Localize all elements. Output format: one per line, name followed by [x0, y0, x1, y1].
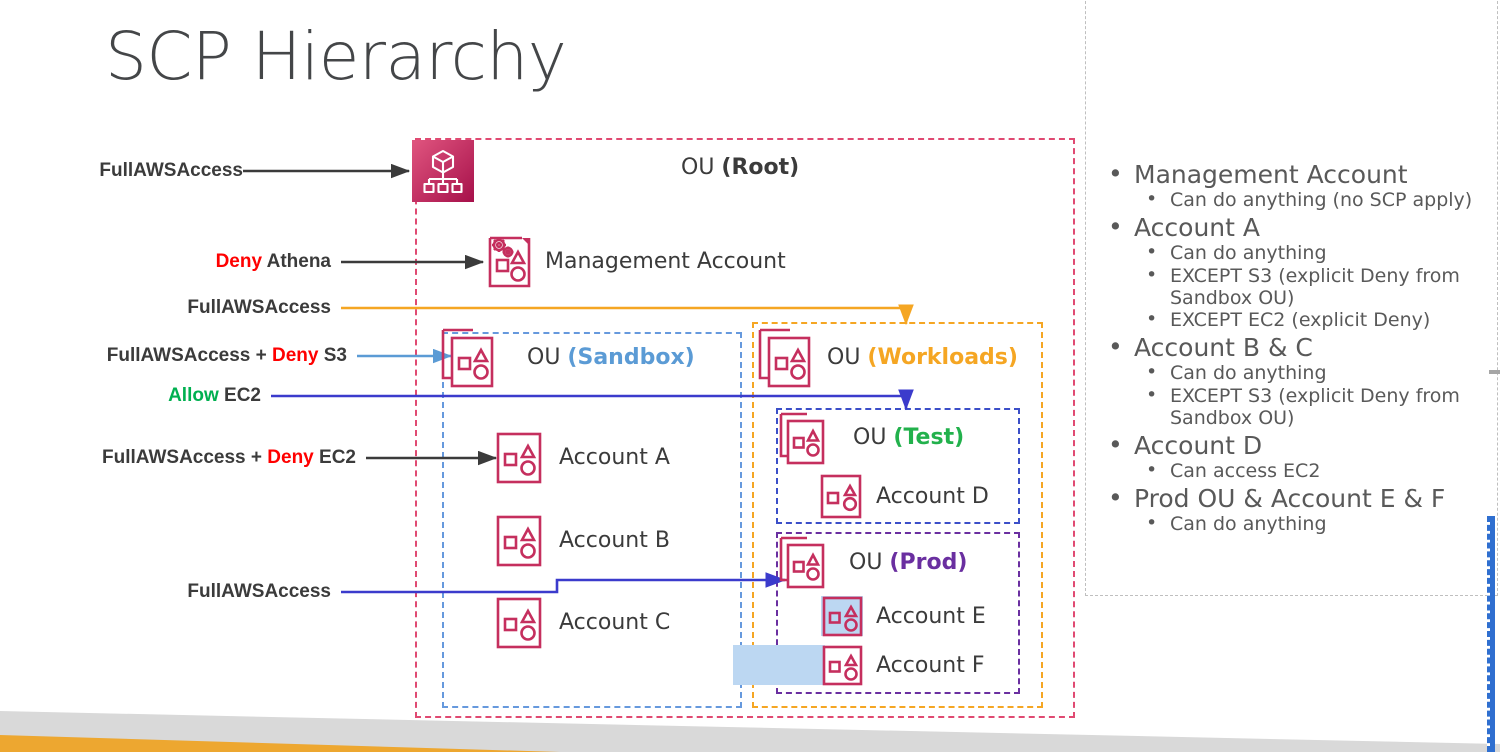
node-label-workloads-prefix: OU [827, 345, 868, 370]
node-label-test-prefix: OU [853, 425, 894, 450]
node-label-prod: OU (Prod) [849, 550, 967, 575]
node-label-management-account: Management Account [545, 249, 786, 274]
policy-label-workloads: FullAWSAccess [0, 297, 331, 319]
selection-edge-dashed [1487, 516, 1490, 752]
node-label-test-tag: (Test) [893, 425, 965, 450]
node-label-sandbox: OU (Sandbox) [527, 345, 695, 370]
list-item: Can do anything [1100, 362, 1500, 385]
policy-label-test-allow: Allow [168, 385, 219, 406]
list-item: EXCEPT S3 (explicit Deny from Sandbox OU… [1100, 385, 1500, 430]
page-title: SCP Hierarchy [105, 18, 567, 95]
ou-box-sandbox [442, 332, 742, 708]
list-item: Can do anything [1100, 242, 1500, 265]
node-label-sandbox-prefix: OU [527, 345, 568, 370]
policy-label-account-a: FullAWSAccess + Deny EC2 [0, 447, 356, 469]
policy-label-sandbox-deny: Deny [272, 345, 319, 366]
selection-highlight-account-e [821, 596, 863, 636]
policy-label-root: FullAWSAccess [0, 160, 243, 182]
ou-box-test [776, 408, 1020, 524]
list-item: EXCEPT EC2 (explicit Deny) [1100, 309, 1500, 332]
node-label-workloads-tag: (Workloads) [867, 345, 1018, 370]
node-label-prod-prefix: OU [849, 550, 890, 575]
list-item: Management Account [1100, 159, 1500, 189]
policy-label-mgmt-deny: Deny [215, 251, 263, 272]
policy-label-account-a-a: FullAWSAccess + [102, 447, 268, 468]
node-label-workloads: OU (Workloads) [827, 345, 1018, 370]
node-label-root-tag: (Root) [721, 155, 800, 180]
list-item: Can access EC2 [1100, 460, 1500, 483]
node-label-root: OU (Root) [681, 155, 799, 180]
policy-label-sandbox-a: FullAWSAccess + [106, 345, 272, 366]
node-label-account-d: Account D [876, 484, 989, 509]
node-label-test: OU (Test) [853, 425, 964, 450]
list-item: EXCEPT S3 (explicit Deny from Sandbox OU… [1100, 265, 1500, 310]
node-label-account-b: Account B [559, 528, 670, 553]
list-item: Can do anything [1100, 513, 1500, 536]
policy-label-mgmt-rest: Athena [262, 251, 331, 272]
node-label-account-f: Account F [876, 653, 985, 678]
notes-list: Management Account Can do anything (no S… [1100, 159, 1500, 536]
policy-label-test: Allow EC2 [0, 385, 261, 407]
node-label-account-c: Account C [559, 610, 671, 635]
policy-label-sandbox: FullAWSAccess + Deny S3 [0, 345, 347, 367]
node-label-sandbox-tag: (Sandbox) [567, 345, 695, 370]
policy-label-mgmt: Deny Athena [0, 251, 331, 273]
policy-label-sandbox-b: S3 [318, 345, 347, 366]
policy-label-prod-text: FullAWSAccess [187, 581, 331, 602]
policy-label-root-text: FullAWSAccess [99, 160, 243, 181]
node-label-prod-tag: (Prod) [889, 550, 968, 575]
policy-label-prod: FullAWSAccess [0, 581, 331, 603]
list-item: Account A [1100, 212, 1500, 242]
node-label-account-e: Account E [876, 604, 986, 629]
policy-label-account-a-deny: Deny [267, 447, 314, 468]
node-label-root-prefix: OU [681, 155, 722, 180]
list-item: Prod OU & Account E & F [1100, 483, 1500, 513]
list-item: Account B & C [1100, 332, 1500, 362]
policy-label-test-rest: EC2 [218, 385, 261, 406]
selection-edge-bar[interactable] [1490, 516, 1495, 752]
policy-label-workloads-text: FullAWSAccess [187, 297, 331, 318]
list-item: Account D [1100, 430, 1500, 460]
list-item: Can do anything (no SCP apply) [1100, 189, 1500, 212]
ou-box-prod [776, 532, 1020, 694]
selection-highlight-band [733, 645, 825, 685]
node-label-account-a: Account A [559, 445, 670, 470]
policy-label-account-a-b: EC2 [313, 447, 356, 468]
